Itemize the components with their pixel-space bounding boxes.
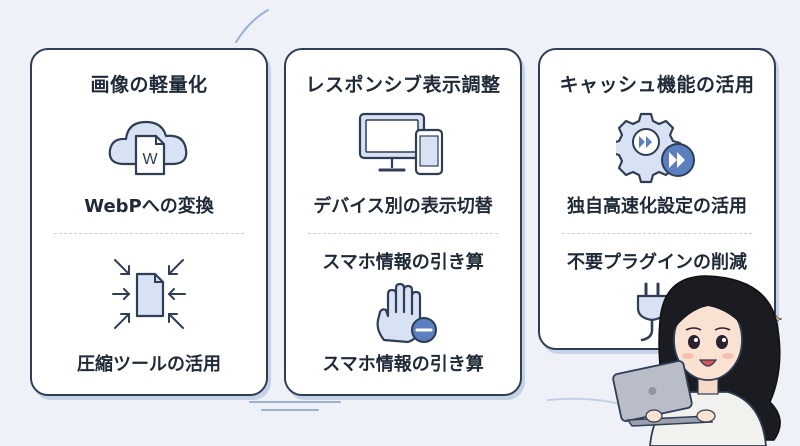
section-label: 不要プラグインの削減	[567, 252, 747, 273]
cloud-webp-file-icon: W	[108, 120, 188, 176]
section-label: デバイス別の表示切替	[313, 196, 493, 217]
section-label: スマホ情報の引き算	[322, 354, 484, 375]
hand-minus-icon	[376, 282, 437, 344]
card-title: 画像の軽量化	[90, 74, 208, 96]
divider	[308, 233, 498, 234]
webp-letter: W	[142, 151, 158, 168]
section-label: 独自高速化設定の活用	[567, 196, 747, 217]
gear-fast-forward-icon	[616, 112, 695, 184]
divider	[54, 233, 244, 234]
card-responsive-display: レスポンシブ表示調整 デバイス別の表示切替 スマホ情報の引き算 スマホ情報の引き…	[284, 48, 522, 396]
divider	[562, 233, 752, 234]
card-title: レスポンシブ表示調整	[305, 74, 501, 96]
card-cache-feature: キャッシュ機能の活用 独自高速化設定の活用 不要プラグインの削減	[538, 48, 776, 350]
section-label: 圧縮ツールの活用	[77, 354, 221, 375]
section-label: スマホ情報の引き算	[322, 252, 484, 273]
compress-file-icon	[112, 259, 186, 329]
card-title: キャッシュ機能の活用	[559, 74, 755, 96]
character-with-laptop-illustration	[612, 275, 781, 446]
monitor-phone-icon	[358, 112, 444, 176]
card-image-optimization: 画像の軽量化 W WebPへの変換 圧縮ツールの活用	[30, 48, 268, 396]
section-label: WebPへの変換	[84, 196, 214, 217]
